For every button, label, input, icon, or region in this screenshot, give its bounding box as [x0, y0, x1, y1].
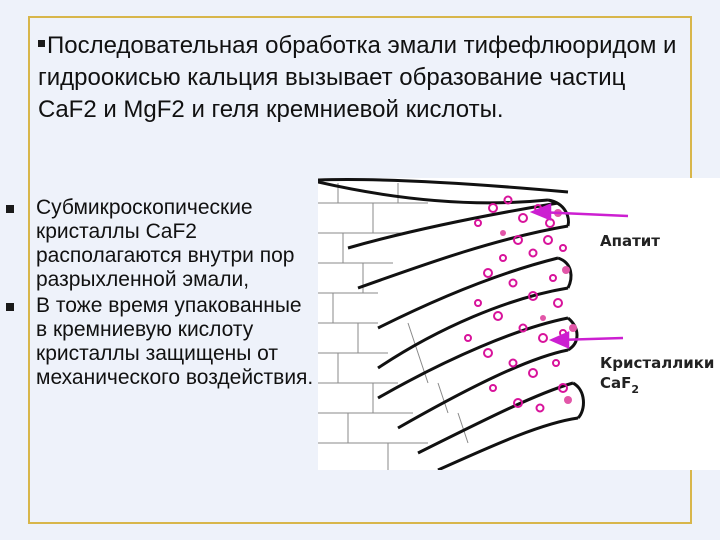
square-bullet-icon — [6, 205, 14, 213]
frame-top-line — [28, 16, 692, 18]
square-bullet-icon — [6, 303, 14, 311]
apatite-particles — [464, 195, 568, 413]
label-apatite: Апатит — [600, 232, 660, 250]
enamel-illustration: Апатит Кристаллики CaF2 — [318, 178, 720, 470]
label-caf-main: CaF — [600, 374, 631, 392]
slide-heading: Последовательная обработка эмали тифефлю… — [38, 30, 678, 126]
label-crystals: Кристаллики — [600, 354, 714, 372]
frame-left-line — [28, 16, 30, 524]
heading-text: Последовательная обработка эмали тифефлю… — [38, 32, 677, 123]
list-item-text: В тоже время упакованные в кремниевую ки… — [36, 294, 314, 389]
enamel-rods — [318, 178, 585, 470]
frame-bottom-line — [28, 522, 692, 524]
bullet-list: Субмикроскопические кристаллы CaF2 распо… — [6, 196, 316, 392]
enamel-drawing: Апатит Кристаллики CaF2 — [318, 178, 714, 470]
list-item: Субмикроскопические кристаллы CaF2 распо… — [6, 196, 316, 292]
list-item: В тоже время упакованные в кремниевую ки… — [6, 294, 316, 390]
filled-particles — [500, 209, 577, 404]
label-caf: CaF2 — [600, 374, 639, 396]
list-item-text: Субмикроскопические кристаллы CaF2 распо… — [36, 196, 295, 291]
label-caf-subscript: 2 — [631, 383, 639, 396]
pointer-arrows — [529, 203, 629, 349]
square-bullet-icon — [38, 40, 45, 48]
enamel-brick-pattern — [318, 183, 469, 470]
